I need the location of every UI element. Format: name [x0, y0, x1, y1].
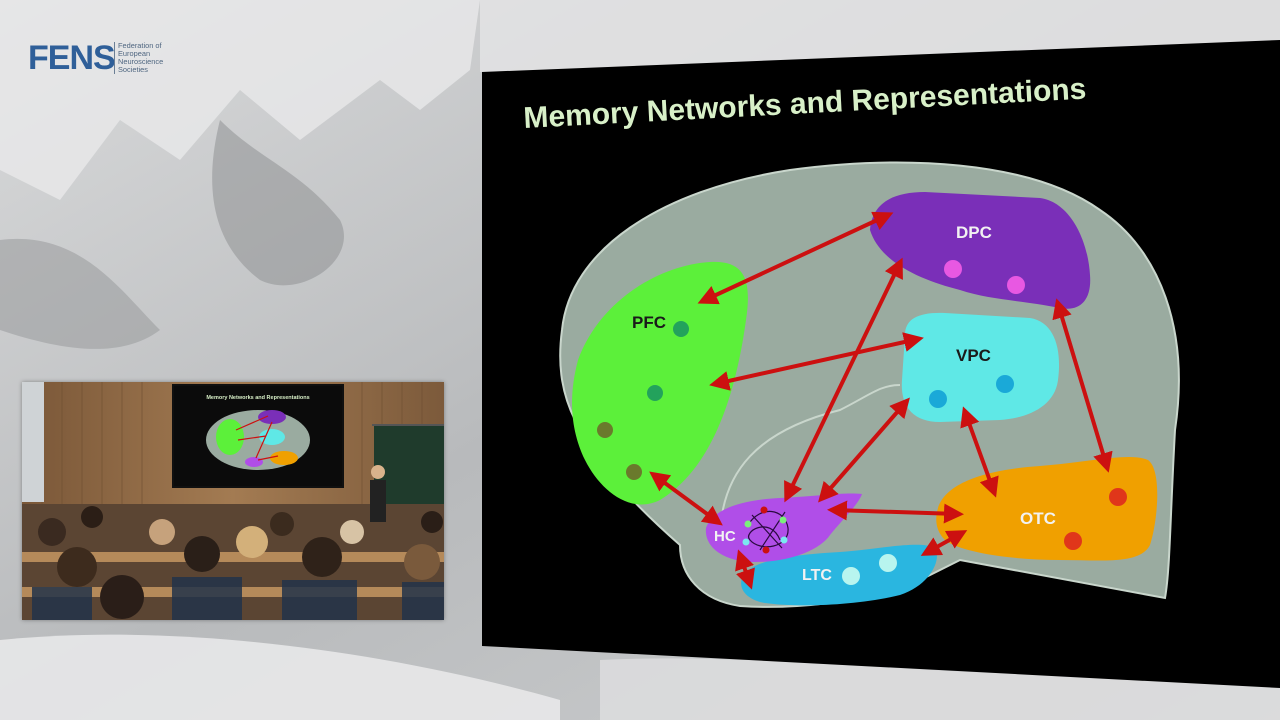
logo-line: Societies [118, 66, 163, 74]
lecture-hall-scene: Memory Networks and Representations [22, 382, 444, 620]
fens-logo: FENS Federation of European Neuroscience… [28, 38, 188, 78]
logo-subtitle: Federation of European Neuroscience Soci… [118, 42, 163, 74]
lecture-hall-video: Memory Networks and Representations [22, 382, 444, 620]
logo-divider [114, 42, 115, 74]
logo-wordmark: FENS [28, 38, 115, 78]
inset-slide-title: Memory Networks and Representations [206, 395, 309, 401]
